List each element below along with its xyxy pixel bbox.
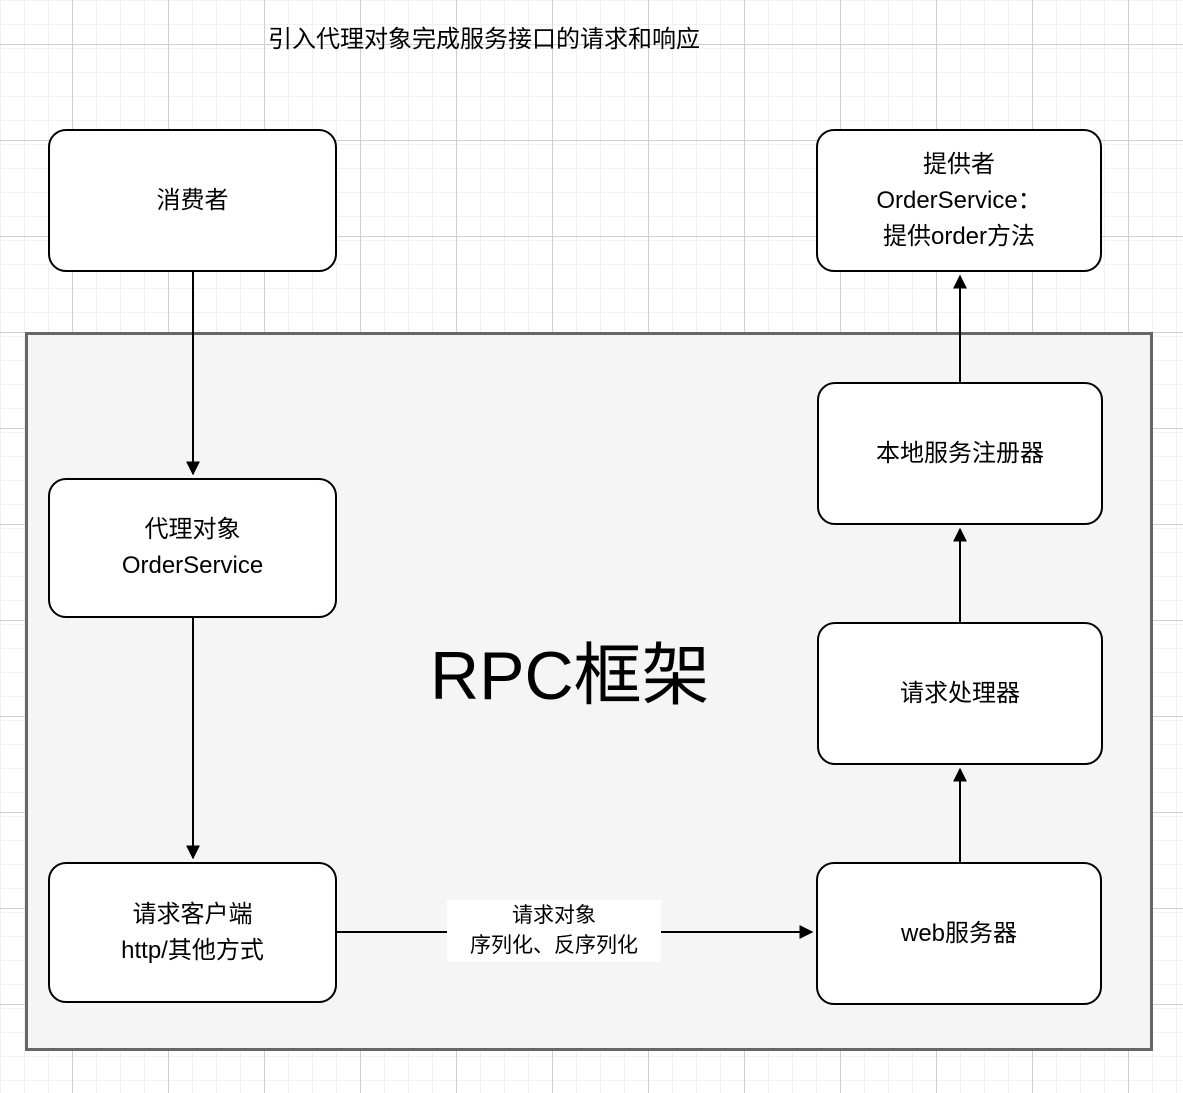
node-consumer: 消费者 — [48, 129, 337, 272]
node-proxy-object: 代理对象 OrderService — [48, 478, 337, 618]
node-request-client-label: 请求客户端 http/其他方式 — [121, 900, 264, 964]
node-request-handler-label: 请求处理器 — [900, 679, 1020, 707]
rpc-frame-label: RPC框架 — [430, 638, 710, 714]
node-provider-label: 提供者 OrderService： 提供order方法 — [876, 150, 1042, 250]
edge-label-serialization: 请求对象 序列化、反序列化 — [447, 900, 661, 962]
node-consumer-label: 消费者 — [156, 186, 229, 214]
node-local-registry: 本地服务注册器 — [817, 382, 1103, 525]
node-proxy-object-label: 代理对象 OrderService — [121, 516, 264, 579]
node-request-client: 请求客户端 http/其他方式 — [48, 862, 337, 1003]
node-web-server-label: web服务器 — [900, 919, 1018, 947]
node-local-registry-label: 本地服务注册器 — [876, 439, 1044, 467]
diagram-title: 引入代理对象完成服务接口的请求和响应 — [268, 26, 700, 53]
node-request-handler: 请求处理器 — [817, 622, 1103, 765]
node-provider: 提供者 OrderService： 提供order方法 — [816, 129, 1102, 272]
node-web-server: web服务器 — [816, 862, 1102, 1005]
